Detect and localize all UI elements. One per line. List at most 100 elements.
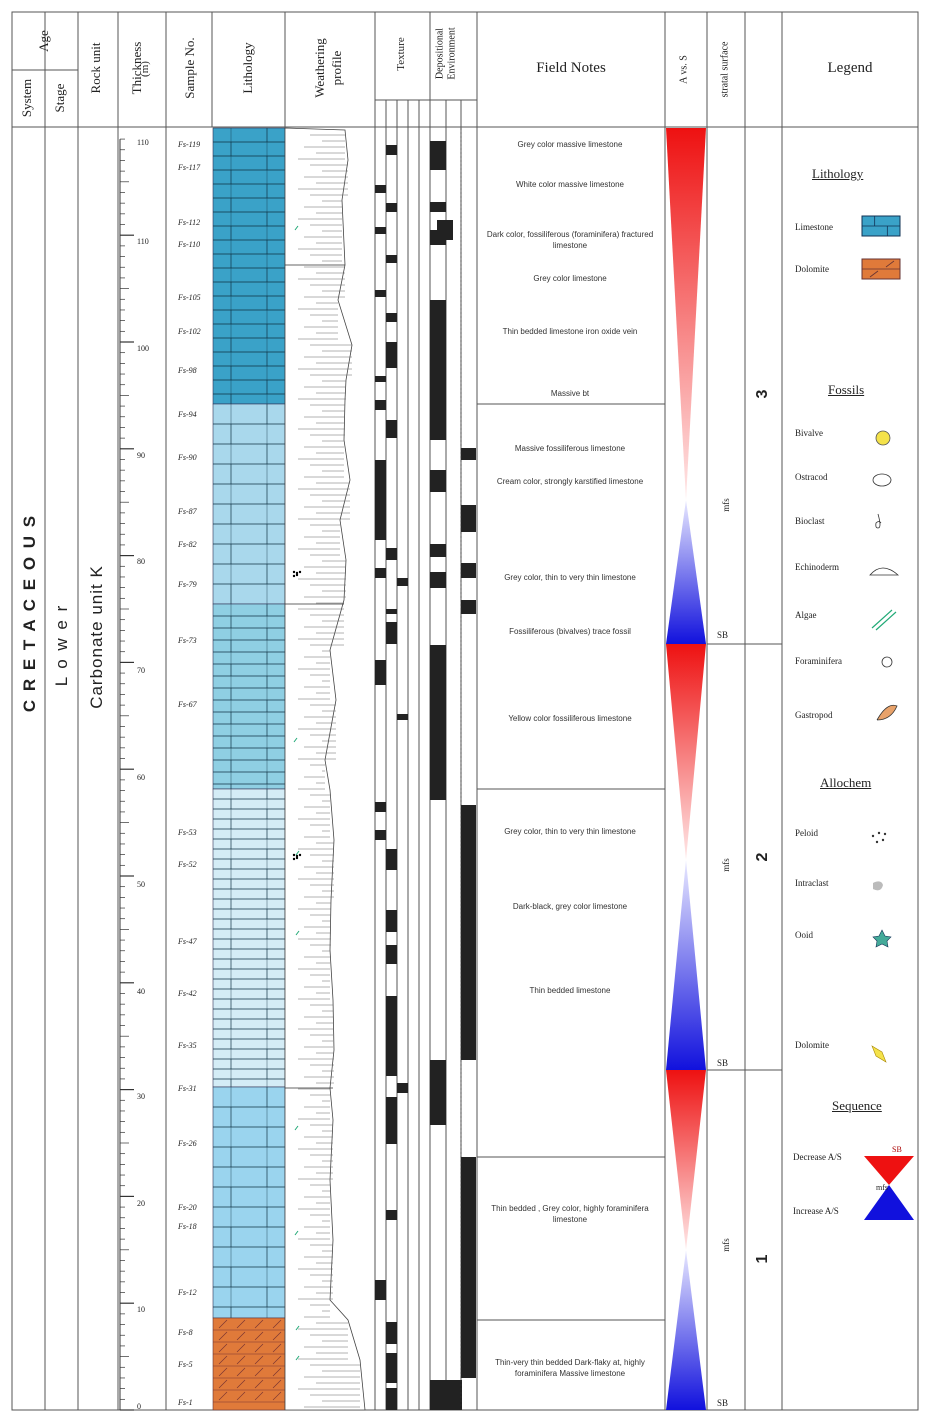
- environment-bar: [446, 1380, 462, 1410]
- texture-bar: [386, 996, 397, 1076]
- sample-label: Fs-94: [178, 410, 197, 419]
- sample-label: Fs-42: [178, 989, 197, 998]
- header-avs: A vs. S: [678, 55, 690, 84]
- thickness-scale: [119, 138, 134, 1411]
- lithology-bed: [212, 127, 286, 405]
- mfs-label: mfs: [721, 1238, 731, 1252]
- legend-increase: Increase A/S: [793, 1206, 839, 1216]
- algae-mark: [295, 1355, 300, 1361]
- sample-label: Fs-20: [178, 1203, 197, 1212]
- dolomite-slash: [272, 1343, 282, 1353]
- peloid-mark: [298, 570, 302, 574]
- sample-label: Fs-52: [178, 860, 197, 869]
- sample-label: Fs-105: [178, 293, 201, 302]
- environment-bar: [430, 544, 446, 557]
- peloid-mark: [295, 856, 299, 860]
- increase-triangle: [666, 860, 706, 1070]
- texture-bar: [386, 945, 397, 964]
- environment-bar: [461, 505, 476, 532]
- intraclast-icon: [873, 881, 883, 891]
- sample-label: Fs-79: [178, 580, 197, 589]
- peloid-icon: [871, 834, 875, 838]
- sample-label: Fs-112: [178, 218, 201, 227]
- sample-label: Fs-87: [178, 507, 197, 516]
- sample-label: Fs-5: [178, 1360, 193, 1369]
- field-note: Yellow color fossiliferous limestone: [508, 714, 632, 723]
- environment-bar: [430, 230, 446, 245]
- dolomite-slash: [272, 1355, 282, 1365]
- legend-algae: Algae: [795, 610, 817, 620]
- dolomite-slash: [218, 1343, 228, 1353]
- field-note: Cream color, strongly karstified limesto…: [496, 477, 644, 486]
- texture-bar: [386, 849, 397, 870]
- sample-label: Fs-82: [178, 540, 197, 549]
- legend-bivalve: Bivalve: [795, 428, 823, 438]
- header-depositional: Depositional: [434, 27, 446, 80]
- sample-label: Fs-8: [178, 1328, 193, 1337]
- header-rock-unit: Rock unit: [88, 42, 103, 94]
- avs-triangles: [666, 128, 706, 1410]
- header-stratal-surface: stratal surface: [719, 41, 731, 98]
- bivalve-icon: [875, 430, 891, 446]
- rock-unit-label: Carbonate unit K: [87, 565, 106, 709]
- header-stage: Stage: [52, 83, 67, 113]
- gastropod-icon: [876, 704, 898, 721]
- environment-bar: [430, 202, 446, 212]
- environment-bar: [430, 141, 446, 170]
- texture-bars: [375, 145, 408, 1410]
- texture-bar: [375, 185, 386, 193]
- texture-bar: [386, 1388, 397, 1410]
- dolomite-slash: [254, 1355, 264, 1365]
- field-note: Massive fossiliferous limestone: [514, 444, 626, 453]
- header-sample-no: Sample No.: [182, 37, 197, 99]
- field-note: Thin bedded limestone iron oxide vein: [502, 327, 638, 336]
- echinoderm-icon: [869, 567, 900, 576]
- swatch-slash: [885, 260, 895, 268]
- texture-bar: [386, 1210, 397, 1220]
- dolomite-icon: [871, 1045, 887, 1063]
- texture-bar: [375, 400, 386, 410]
- peloid-icon: [881, 838, 885, 842]
- legend-peloid: Peloid: [795, 828, 819, 838]
- ostracod-icon: [872, 473, 892, 487]
- texture-bar: [386, 420, 397, 438]
- environment-bar: [461, 1157, 476, 1378]
- dolomite-slash: [218, 1319, 228, 1329]
- dolomite-slash: [254, 1331, 264, 1341]
- algae-mark: [295, 930, 300, 936]
- algae-mark: [294, 1125, 299, 1131]
- algae-mark: [295, 1325, 300, 1331]
- algae-mark: [294, 1230, 299, 1236]
- texture-bar: [375, 460, 386, 540]
- tick-label: 80: [137, 557, 145, 566]
- peloid-icon: [883, 832, 887, 836]
- algae-icon: [871, 609, 897, 631]
- dolomite-slash: [218, 1391, 228, 1401]
- dolomite-slash: [254, 1319, 264, 1329]
- field-note: Thin-very thin bedded Dark-flaky at, hig…: [495, 1358, 645, 1378]
- environment-bar: [430, 645, 446, 800]
- field-note: Thin bedded limestone: [529, 986, 611, 995]
- legend-bioclast: Bioclast: [795, 516, 825, 526]
- legend-symbols: [861, 215, 914, 1220]
- lithology-bed: [212, 788, 286, 1088]
- tick-label: 110: [137, 237, 149, 246]
- decrease-triangle: [666, 644, 706, 860]
- legend-ostracod: Ostracod: [795, 472, 828, 482]
- field-note: White color massive limestone: [515, 180, 625, 189]
- dolomite-slash: [254, 1391, 264, 1401]
- header-system: System: [19, 78, 34, 118]
- dolomite-slash: [254, 1367, 264, 1377]
- peloid-mark: [298, 853, 302, 857]
- sample-label: Fs-98: [178, 366, 197, 375]
- texture-bar: [386, 145, 397, 155]
- sample-label: Fs-31: [178, 1084, 197, 1093]
- sample-label: Fs-110: [178, 240, 201, 249]
- sample-label: Fs-90: [178, 453, 197, 462]
- legend-decrease-triangle: [864, 1156, 914, 1185]
- legend-fossils-title: Fossils: [828, 382, 865, 397]
- field-note: Dark color, fossiliferous (foraminifera)…: [486, 230, 654, 250]
- field-note: Thin bedded , Grey color, highly foramin…: [491, 1204, 649, 1224]
- texture-bar: [375, 802, 386, 812]
- tick-label: 70: [137, 666, 145, 675]
